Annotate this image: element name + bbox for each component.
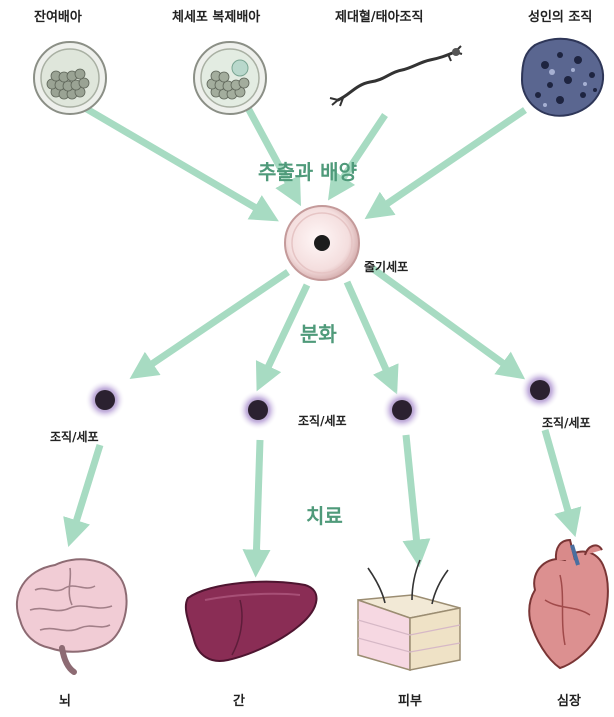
brain-icon	[17, 559, 127, 672]
organ-label-skin: 피부	[398, 690, 422, 709]
source-label-cord-blood: 제대혈/태아조직	[335, 6, 423, 25]
adult-tissue-icon	[522, 39, 603, 116]
skin-icon	[358, 560, 460, 670]
arrow-diff-4	[372, 268, 515, 372]
stage-label-extract: 추출과 배양	[258, 156, 357, 185]
source-label-cloned-embryo: 체세포 복제배아	[172, 6, 260, 25]
stem-cell-label: 줄기세포	[364, 258, 408, 275]
organ-label-liver: 간	[233, 690, 245, 709]
arrow-treat-1	[72, 445, 100, 535]
tissue-cell-icon	[382, 390, 422, 430]
source-label-leftover-embryo: 잔여배아	[34, 6, 82, 25]
cloned-embryo-icon	[194, 42, 266, 114]
umbilical-cord-icon	[330, 46, 462, 106]
stage-label-differentiate: 분화	[300, 318, 337, 347]
arrow-source-1	[85, 108, 268, 215]
tissue-label-2: 조직/세포	[298, 412, 347, 429]
arrows-to-organ	[72, 430, 572, 565]
embryo-icon	[34, 42, 106, 114]
source-label-adult-tissue: 성인의 조직	[528, 6, 592, 25]
organ-label-brain: 뇌	[59, 690, 71, 709]
tissue-cell-icon	[238, 390, 278, 430]
stage-label-treatment: 치료	[306, 500, 343, 529]
arrow-treat-3	[406, 435, 418, 555]
arrow-diff-3	[347, 282, 392, 383]
arrow-treat-2	[256, 440, 260, 565]
tissue-cell-icon	[520, 370, 560, 410]
arrow-source-4	[375, 110, 525, 212]
stem-cell-icon	[285, 206, 359, 280]
heart-icon	[529, 540, 608, 668]
tissue-label-3: 조직/세포	[542, 414, 591, 431]
tissue-label-1: 조직/세포	[50, 428, 99, 445]
arrow-treat-4	[545, 430, 572, 525]
tissue-cell-icon	[85, 380, 125, 420]
arrow-diff-1	[140, 272, 288, 372]
organ-label-heart: 심장	[557, 690, 581, 709]
liver-icon	[186, 582, 317, 661]
